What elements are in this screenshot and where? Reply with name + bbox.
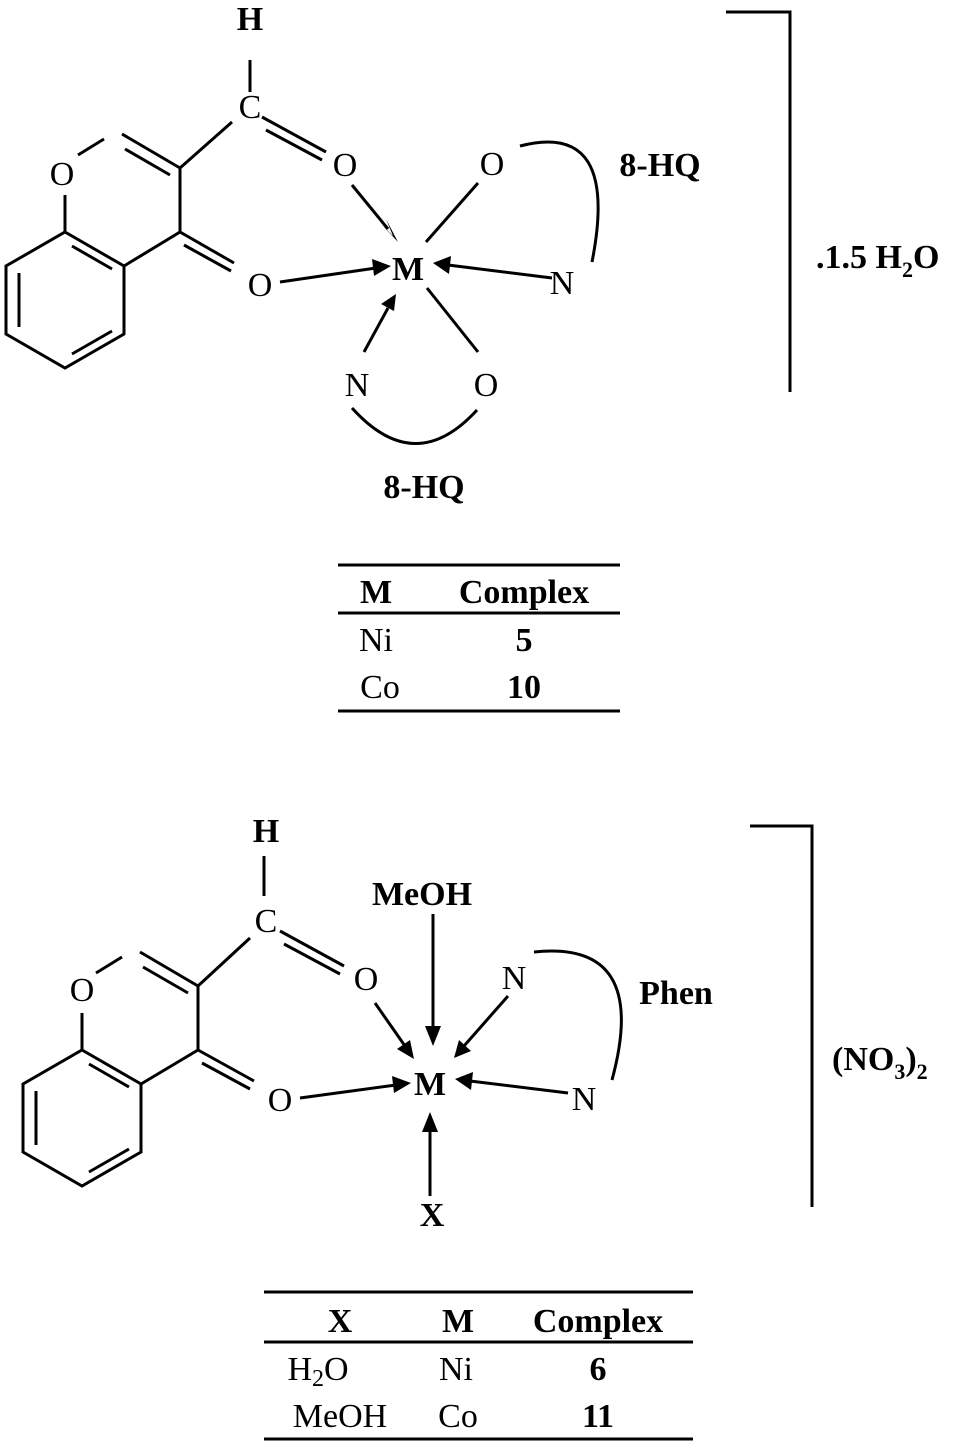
atom-o-hq-top: O bbox=[480, 146, 505, 183]
table-2-row-2-complex: 11 bbox=[582, 1398, 614, 1435]
table-2-row-1-m: Ni bbox=[439, 1351, 473, 1388]
table-2-header-x: X bbox=[328, 1303, 353, 1340]
atom-h-2: H bbox=[253, 813, 279, 850]
solvate-label: .1.5 H2O bbox=[816, 239, 939, 282]
atom-c-1: C bbox=[239, 89, 262, 126]
coordination-bonds-2 bbox=[299, 914, 569, 1196]
atom-c-2: C bbox=[255, 903, 278, 940]
atom-x: X bbox=[420, 1197, 445, 1234]
table-2-row-2-m: Co bbox=[438, 1398, 478, 1435]
phen-arc bbox=[533, 949, 623, 1081]
table-1-row-2-complex: 10 bbox=[507, 669, 541, 706]
atom-n-hq-bottom: N bbox=[345, 367, 370, 404]
atom-h-1: H bbox=[237, 1, 263, 38]
pyranone-ring-1 bbox=[63, 132, 235, 273]
table-2-row-1-complex: 6 bbox=[590, 1351, 607, 1388]
atom-o-ring-1: O bbox=[50, 156, 75, 193]
ligand-label-8hq-top: 8-HQ bbox=[619, 147, 700, 184]
atom-o-hq-bottom: O bbox=[474, 367, 499, 404]
atom-n-phen-top: N bbox=[502, 960, 527, 997]
hq-arc-bottom bbox=[350, 406, 479, 445]
pyranone-ring-2 bbox=[80, 950, 255, 1091]
atom-metal-1: M bbox=[392, 251, 424, 288]
table-2-header-m: M bbox=[442, 1303, 474, 1340]
coordination-bonds-1 bbox=[279, 182, 553, 353]
table-1-header-m: M bbox=[360, 574, 392, 611]
table-2-row-2-x: MeOH bbox=[293, 1398, 387, 1435]
atom-o-carbonyl-2: O bbox=[268, 1082, 293, 1119]
atom-o-aldehyde-2: O bbox=[354, 961, 379, 998]
aldehyde-group-1 bbox=[179, 60, 327, 170]
ligand-label-8hq-bottom: 8-HQ bbox=[383, 469, 464, 506]
table-2: X M Complex H2O Ni 6 MeOH Co 11 bbox=[264, 1290, 693, 1441]
ligand-label-phen: Phen bbox=[639, 975, 713, 1012]
atom-metal-2: M bbox=[414, 1066, 446, 1103]
table-1: M Complex Ni 5 Co 10 bbox=[338, 563, 620, 713]
benzene-ring-2 bbox=[21, 1048, 143, 1188]
table-1-header-complex: Complex bbox=[459, 574, 589, 611]
hq-arc-top bbox=[519, 140, 600, 263]
complex-2-structure: H C O O O M MeOH N N X Phen (NO3)2 bbox=[21, 813, 928, 1234]
atom-o-carbonyl-1: O bbox=[248, 267, 273, 304]
atom-n-hq-top: N bbox=[550, 265, 575, 302]
counterion-label: (NO3)2 bbox=[832, 1041, 928, 1084]
benzene-ring-1 bbox=[4, 230, 126, 370]
table-2-row-1-x: H2O bbox=[287, 1351, 348, 1392]
bracket-1 bbox=[726, 10, 792, 392]
table-1-row-1-complex: 5 bbox=[516, 622, 533, 659]
table-1-row-2-m: Co bbox=[360, 669, 400, 706]
atom-n-phen-right: N bbox=[572, 1081, 597, 1118]
atom-meoh: MeOH bbox=[372, 876, 472, 913]
table-2-header-complex: Complex bbox=[533, 1303, 663, 1340]
atom-o-aldehyde-1: O bbox=[333, 147, 358, 184]
atom-o-ring-2: O bbox=[70, 972, 95, 1009]
bracket-2 bbox=[750, 824, 814, 1207]
complex-1-structure: H C O O O M O N N O 8-HQ 8-HQ .1.5 H2O bbox=[4, 1, 939, 506]
table-1-row-1-m: Ni bbox=[359, 622, 393, 659]
aldehyde-group-2 bbox=[196, 856, 345, 988]
